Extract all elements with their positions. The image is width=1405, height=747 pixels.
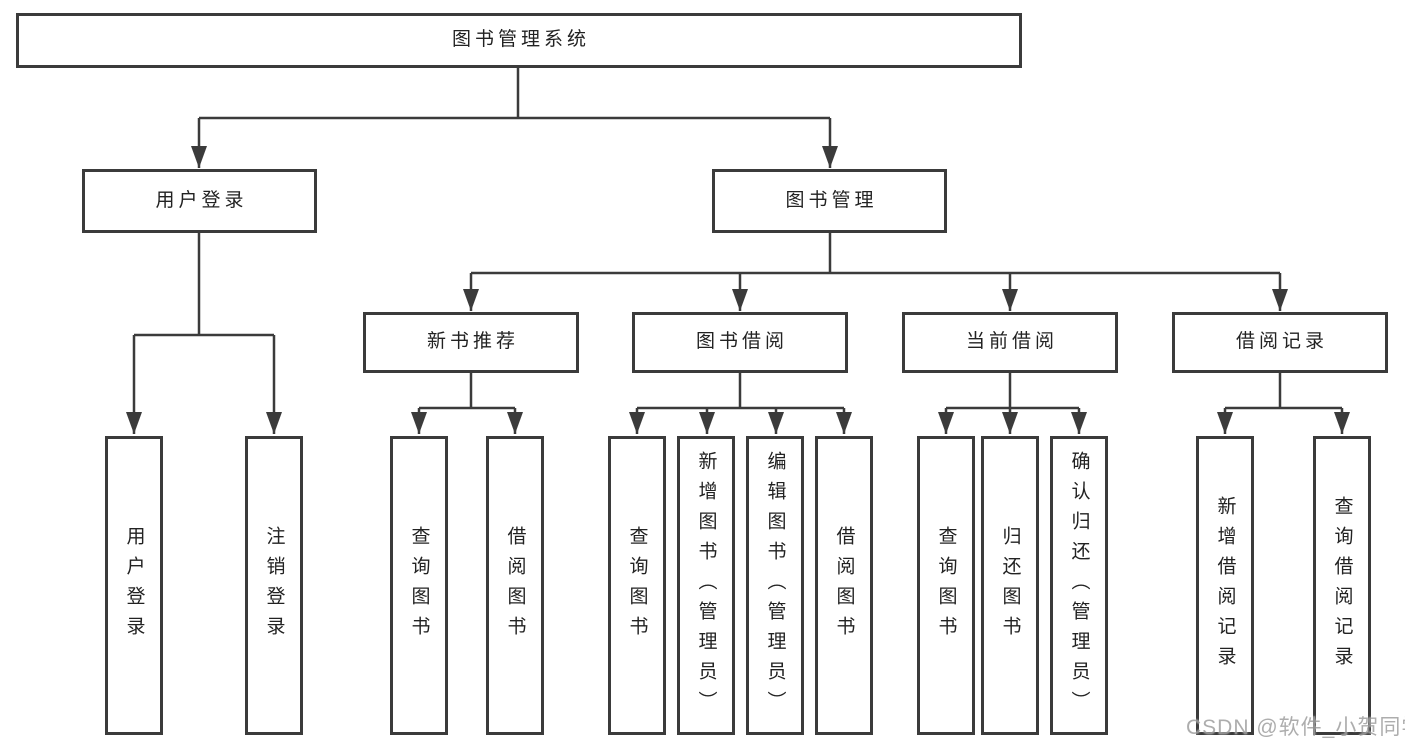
node-current-borrowing: 当前借阅 bbox=[902, 312, 1118, 373]
leaf-query-books-2-label: 查询图书 bbox=[626, 525, 648, 646]
leaf-add-borrow-record-label: 新增借阅记录 bbox=[1214, 495, 1236, 676]
leaf-borrow-books-1-label: 借阅图书 bbox=[504, 525, 526, 646]
leaf-logout-label: 注销登录 bbox=[263, 525, 285, 646]
node-user-login: 用户登录 bbox=[82, 169, 317, 233]
csdn-watermark: CSDN @软件_小贺同学 bbox=[1186, 716, 1405, 739]
node-borrowing-records: 借阅记录 bbox=[1172, 312, 1388, 373]
edge-borrow-record-children bbox=[1217, 373, 1350, 434]
edge-book-borrow-children bbox=[629, 373, 852, 434]
leaf-user-login: 用户登录 bbox=[105, 436, 163, 735]
edge-current-borrow-children bbox=[938, 373, 1087, 434]
leaf-add-book-admin: 新增图书（管理员） bbox=[677, 436, 735, 735]
leaf-edit-book-admin-label: 编辑图书（管理员） bbox=[764, 450, 786, 721]
leaf-borrow-books-2: 借阅图书 bbox=[815, 436, 873, 735]
node-current-borrowing-label: 当前借阅 bbox=[965, 331, 1058, 353]
node-user-login-label: 用户登录 bbox=[155, 189, 248, 211]
node-library-system-label: 图书管理系统 bbox=[451, 29, 590, 51]
leaf-borrow-books-2-label: 借阅图书 bbox=[833, 525, 855, 646]
leaf-query-borrow-record-label: 查询借阅记录 bbox=[1331, 495, 1353, 676]
leaf-query-books-3-label: 查询图书 bbox=[935, 525, 957, 646]
node-new-book-recommend-label: 新书推荐 bbox=[426, 331, 519, 353]
edge-book-mgmt-children bbox=[463, 233, 1288, 311]
node-book-management: 图书管理 bbox=[712, 169, 947, 233]
leaf-return-book: 归还图书 bbox=[981, 436, 1039, 735]
leaf-borrow-books-1: 借阅图书 bbox=[486, 436, 544, 735]
leaf-query-books-1-label: 查询图书 bbox=[408, 525, 430, 646]
leaf-add-book-admin-label: 新增图书（管理员） bbox=[695, 450, 717, 721]
edge-user-login-children bbox=[126, 233, 282, 434]
leaf-query-books-2: 查询图书 bbox=[608, 436, 666, 735]
leaf-query-books-1: 查询图书 bbox=[390, 436, 448, 735]
leaf-edit-book-admin: 编辑图书（管理员） bbox=[746, 436, 804, 735]
leaf-confirm-return-admin: 确认归还（管理员） bbox=[1050, 436, 1108, 735]
node-book-borrowing-label: 图书借阅 bbox=[695, 331, 788, 353]
leaf-query-books-3: 查询图书 bbox=[917, 436, 975, 735]
leaf-add-borrow-record: 新增借阅记录 bbox=[1196, 436, 1254, 735]
node-new-book-recommend: 新书推荐 bbox=[363, 312, 579, 373]
node-library-system: 图书管理系统 bbox=[16, 13, 1022, 68]
leaf-confirm-return-admin-label: 确认归还（管理员） bbox=[1068, 450, 1090, 721]
leaf-logout: 注销登录 bbox=[245, 436, 303, 735]
node-borrowing-records-label: 借阅记录 bbox=[1235, 331, 1328, 353]
leaf-user-login-label: 用户登录 bbox=[123, 525, 145, 646]
node-book-management-label: 图书管理 bbox=[785, 189, 878, 211]
node-book-borrowing: 图书借阅 bbox=[632, 312, 848, 373]
edge-new-book-rec-children bbox=[411, 373, 523, 434]
leaf-query-borrow-record: 查询借阅记录 bbox=[1313, 436, 1371, 735]
leaf-return-book-label: 归还图书 bbox=[999, 525, 1021, 646]
edge-root-children bbox=[191, 68, 838, 168]
